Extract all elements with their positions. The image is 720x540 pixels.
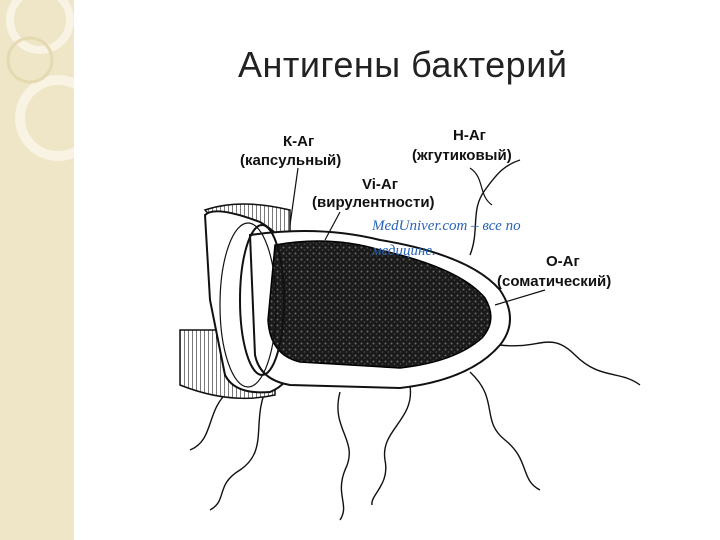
watermark-line-2: медицине. bbox=[372, 243, 436, 260]
flagellum bbox=[190, 390, 230, 450]
flagellum bbox=[470, 372, 540, 490]
k-antigen-label: К-Аг bbox=[283, 133, 314, 150]
vi-antigen-description: (вирулентности) bbox=[312, 194, 435, 211]
h-antigen-description: (жгутиковый) bbox=[412, 147, 512, 164]
flagellum bbox=[470, 160, 520, 255]
vi-antigen-label: Vi-Аг bbox=[362, 176, 398, 193]
flagellum bbox=[338, 392, 349, 520]
o-antigen-label: О-Аг bbox=[546, 253, 580, 270]
o-antigen-description: (соматический) bbox=[497, 273, 611, 290]
watermark-line-1: MedUniver.com – все по bbox=[372, 218, 521, 235]
flagellum bbox=[500, 342, 640, 385]
k-antigen-description: (капсульный) bbox=[240, 152, 341, 169]
h-antigen-label: Н-Аг bbox=[453, 127, 486, 144]
leader-line-h bbox=[470, 168, 492, 205]
flagellum bbox=[372, 386, 411, 505]
leader-line-k bbox=[290, 168, 298, 225]
